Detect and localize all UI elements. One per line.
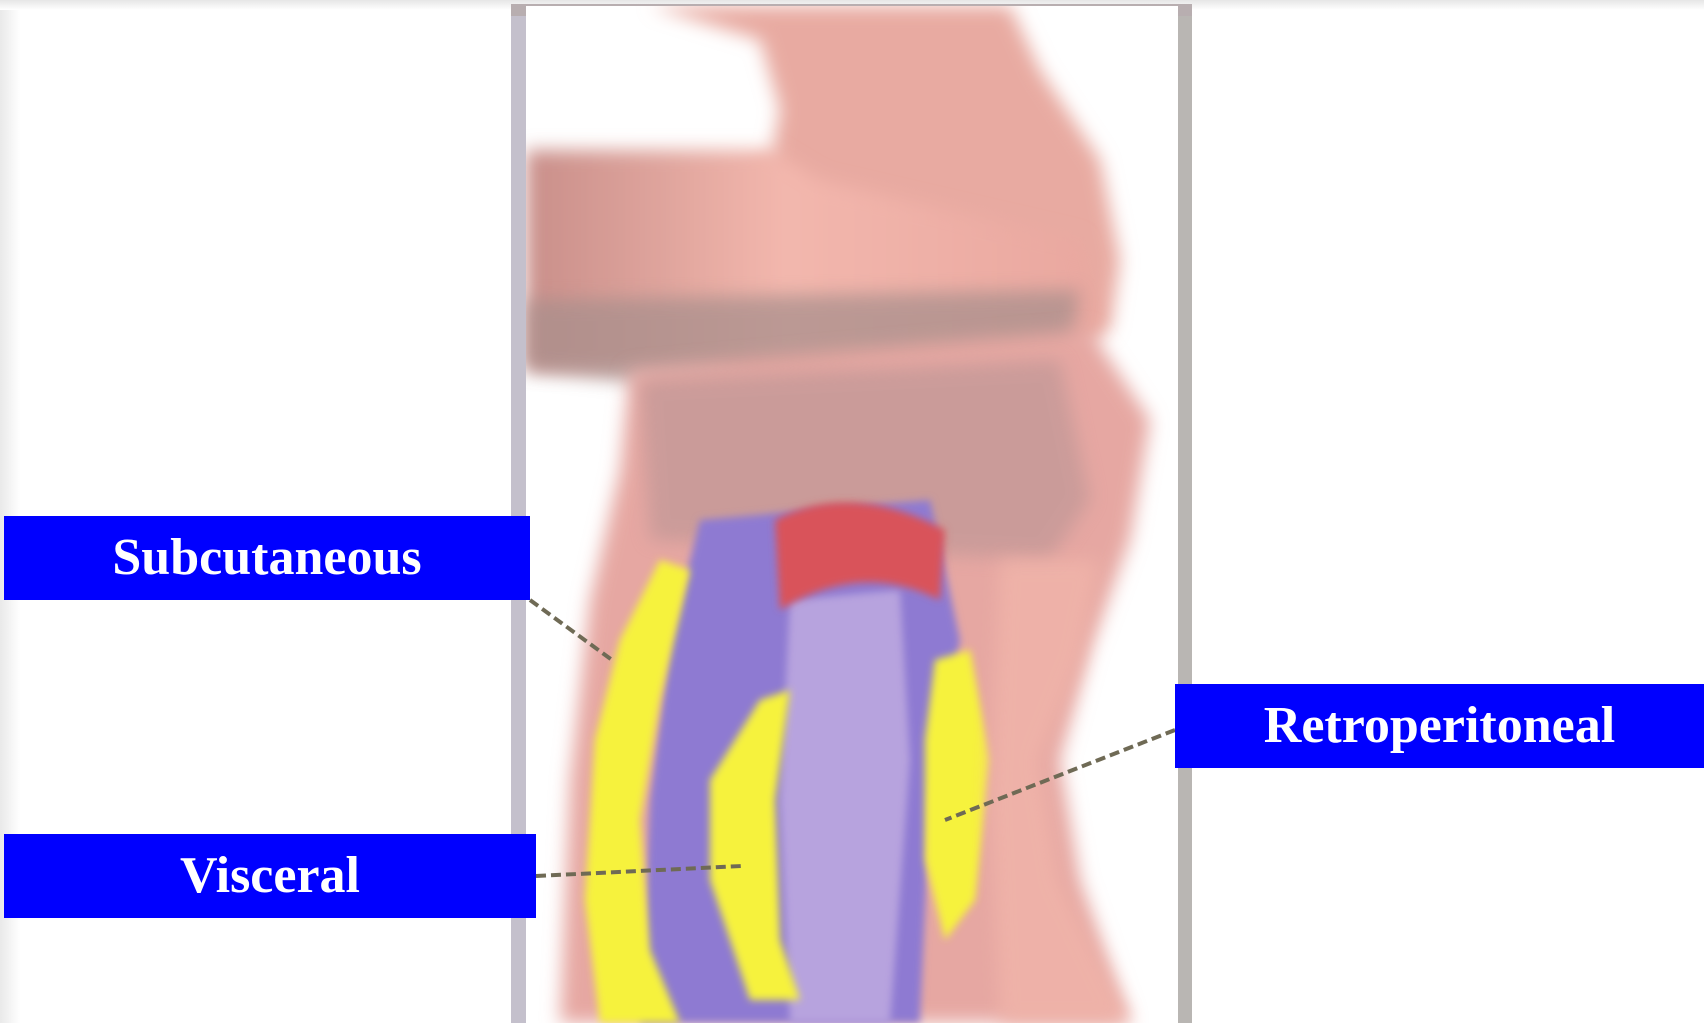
visceral-label: Visceral [4, 834, 536, 918]
retroperitoneal-label: Retroperitoneal [1175, 684, 1704, 768]
subcutaneous-label: Subcutaneous [4, 516, 530, 600]
torso-photo [526, 6, 1178, 1023]
viscera-inner [780, 590, 910, 1023]
